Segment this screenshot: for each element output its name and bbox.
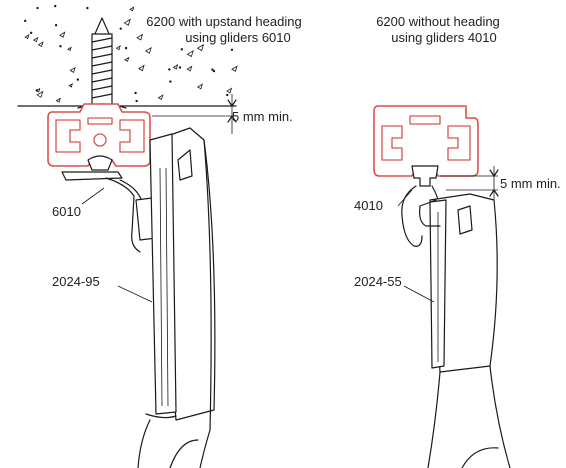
left-gap-label: 5 mm min. <box>232 109 293 124</box>
concrete-speckle <box>137 64 145 72</box>
concrete-speckle <box>68 82 73 88</box>
right-title-line2: using gliders 4010 <box>391 30 497 45</box>
concrete-speckle <box>169 80 172 83</box>
concrete-speckle <box>86 6 89 10</box>
concrete-speckle <box>178 66 182 69</box>
hook-2024-95-label: 2024-95 <box>52 274 100 289</box>
fixing-screw <box>77 17 127 109</box>
concrete-speckle <box>226 93 229 97</box>
leader-2024-55 <box>403 285 435 303</box>
leader-6010 <box>81 187 105 205</box>
leader-2024-95 <box>117 285 153 303</box>
concrete-speckle <box>196 43 205 52</box>
right-title-line1: 6200 without heading <box>376 14 500 29</box>
left-gap-dimension <box>152 94 237 134</box>
concrete-speckle <box>212 69 216 73</box>
glider-6010-label: 6010 <box>52 204 81 219</box>
concrete-speckle <box>226 87 233 94</box>
left-title-line2: using gliders 6010 <box>185 30 291 45</box>
hook-2024-55-label: 2024-55 <box>354 274 402 289</box>
hook-2024-95 <box>145 127 216 421</box>
concrete-speckle <box>24 19 27 23</box>
left-assembly <box>17 4 238 468</box>
concrete-speckle <box>211 68 214 71</box>
concrete-speckle <box>32 36 39 43</box>
fabric-left <box>137 139 212 468</box>
concrete-speckle <box>123 18 131 26</box>
right-assembly <box>373 105 511 468</box>
right-gap-dimension <box>440 166 499 200</box>
right-gap-label: 5 mm min. <box>500 176 561 191</box>
concrete-speckle <box>29 31 33 35</box>
concrete-speckle <box>168 68 171 71</box>
concrete-speckle <box>172 64 179 70</box>
concrete-speckle <box>119 27 122 30</box>
concrete-speckle <box>35 87 41 93</box>
glider-4010-label: 4010 <box>354 198 383 213</box>
hook-2024-55 <box>419 193 498 373</box>
concrete-speckle <box>24 34 30 40</box>
concrete-speckle <box>67 46 72 52</box>
fabric-right <box>427 365 511 468</box>
concrete-speckle <box>230 48 234 52</box>
concrete-speckle <box>115 45 121 51</box>
concrete-speckle <box>36 6 39 10</box>
concrete-speckle <box>186 65 193 72</box>
concrete-speckle <box>231 65 238 72</box>
concrete-speckle <box>129 6 135 12</box>
track-profile-6200-plain <box>373 105 479 177</box>
left-title-line1: 6200 with upstand heading <box>146 14 301 29</box>
leader-4010 <box>397 189 413 207</box>
ceiling-block <box>17 4 238 107</box>
concrete-speckle <box>186 49 194 58</box>
concrete-speckle <box>55 97 61 103</box>
concrete-speckle <box>59 31 66 38</box>
concrete-speckle <box>36 90 44 98</box>
concrete-speckle <box>134 91 137 95</box>
concrete-speckle <box>157 94 164 101</box>
concrete-speckle <box>136 33 144 41</box>
concrete-speckle <box>180 48 184 51</box>
concrete-speckle <box>69 66 76 73</box>
concrete-speckle <box>54 4 57 8</box>
concrete-speckle <box>144 46 152 54</box>
track-profile-6200-upstand <box>47 103 151 167</box>
concrete-speckle <box>76 78 80 81</box>
concrete-speckle <box>196 83 203 90</box>
concrete-speckle <box>135 99 138 103</box>
concrete-speckle <box>37 41 44 48</box>
concrete-speckle <box>54 24 58 27</box>
concrete-speckle <box>124 56 130 62</box>
concrete-speckle <box>59 45 62 48</box>
concrete-speckle <box>124 46 128 50</box>
